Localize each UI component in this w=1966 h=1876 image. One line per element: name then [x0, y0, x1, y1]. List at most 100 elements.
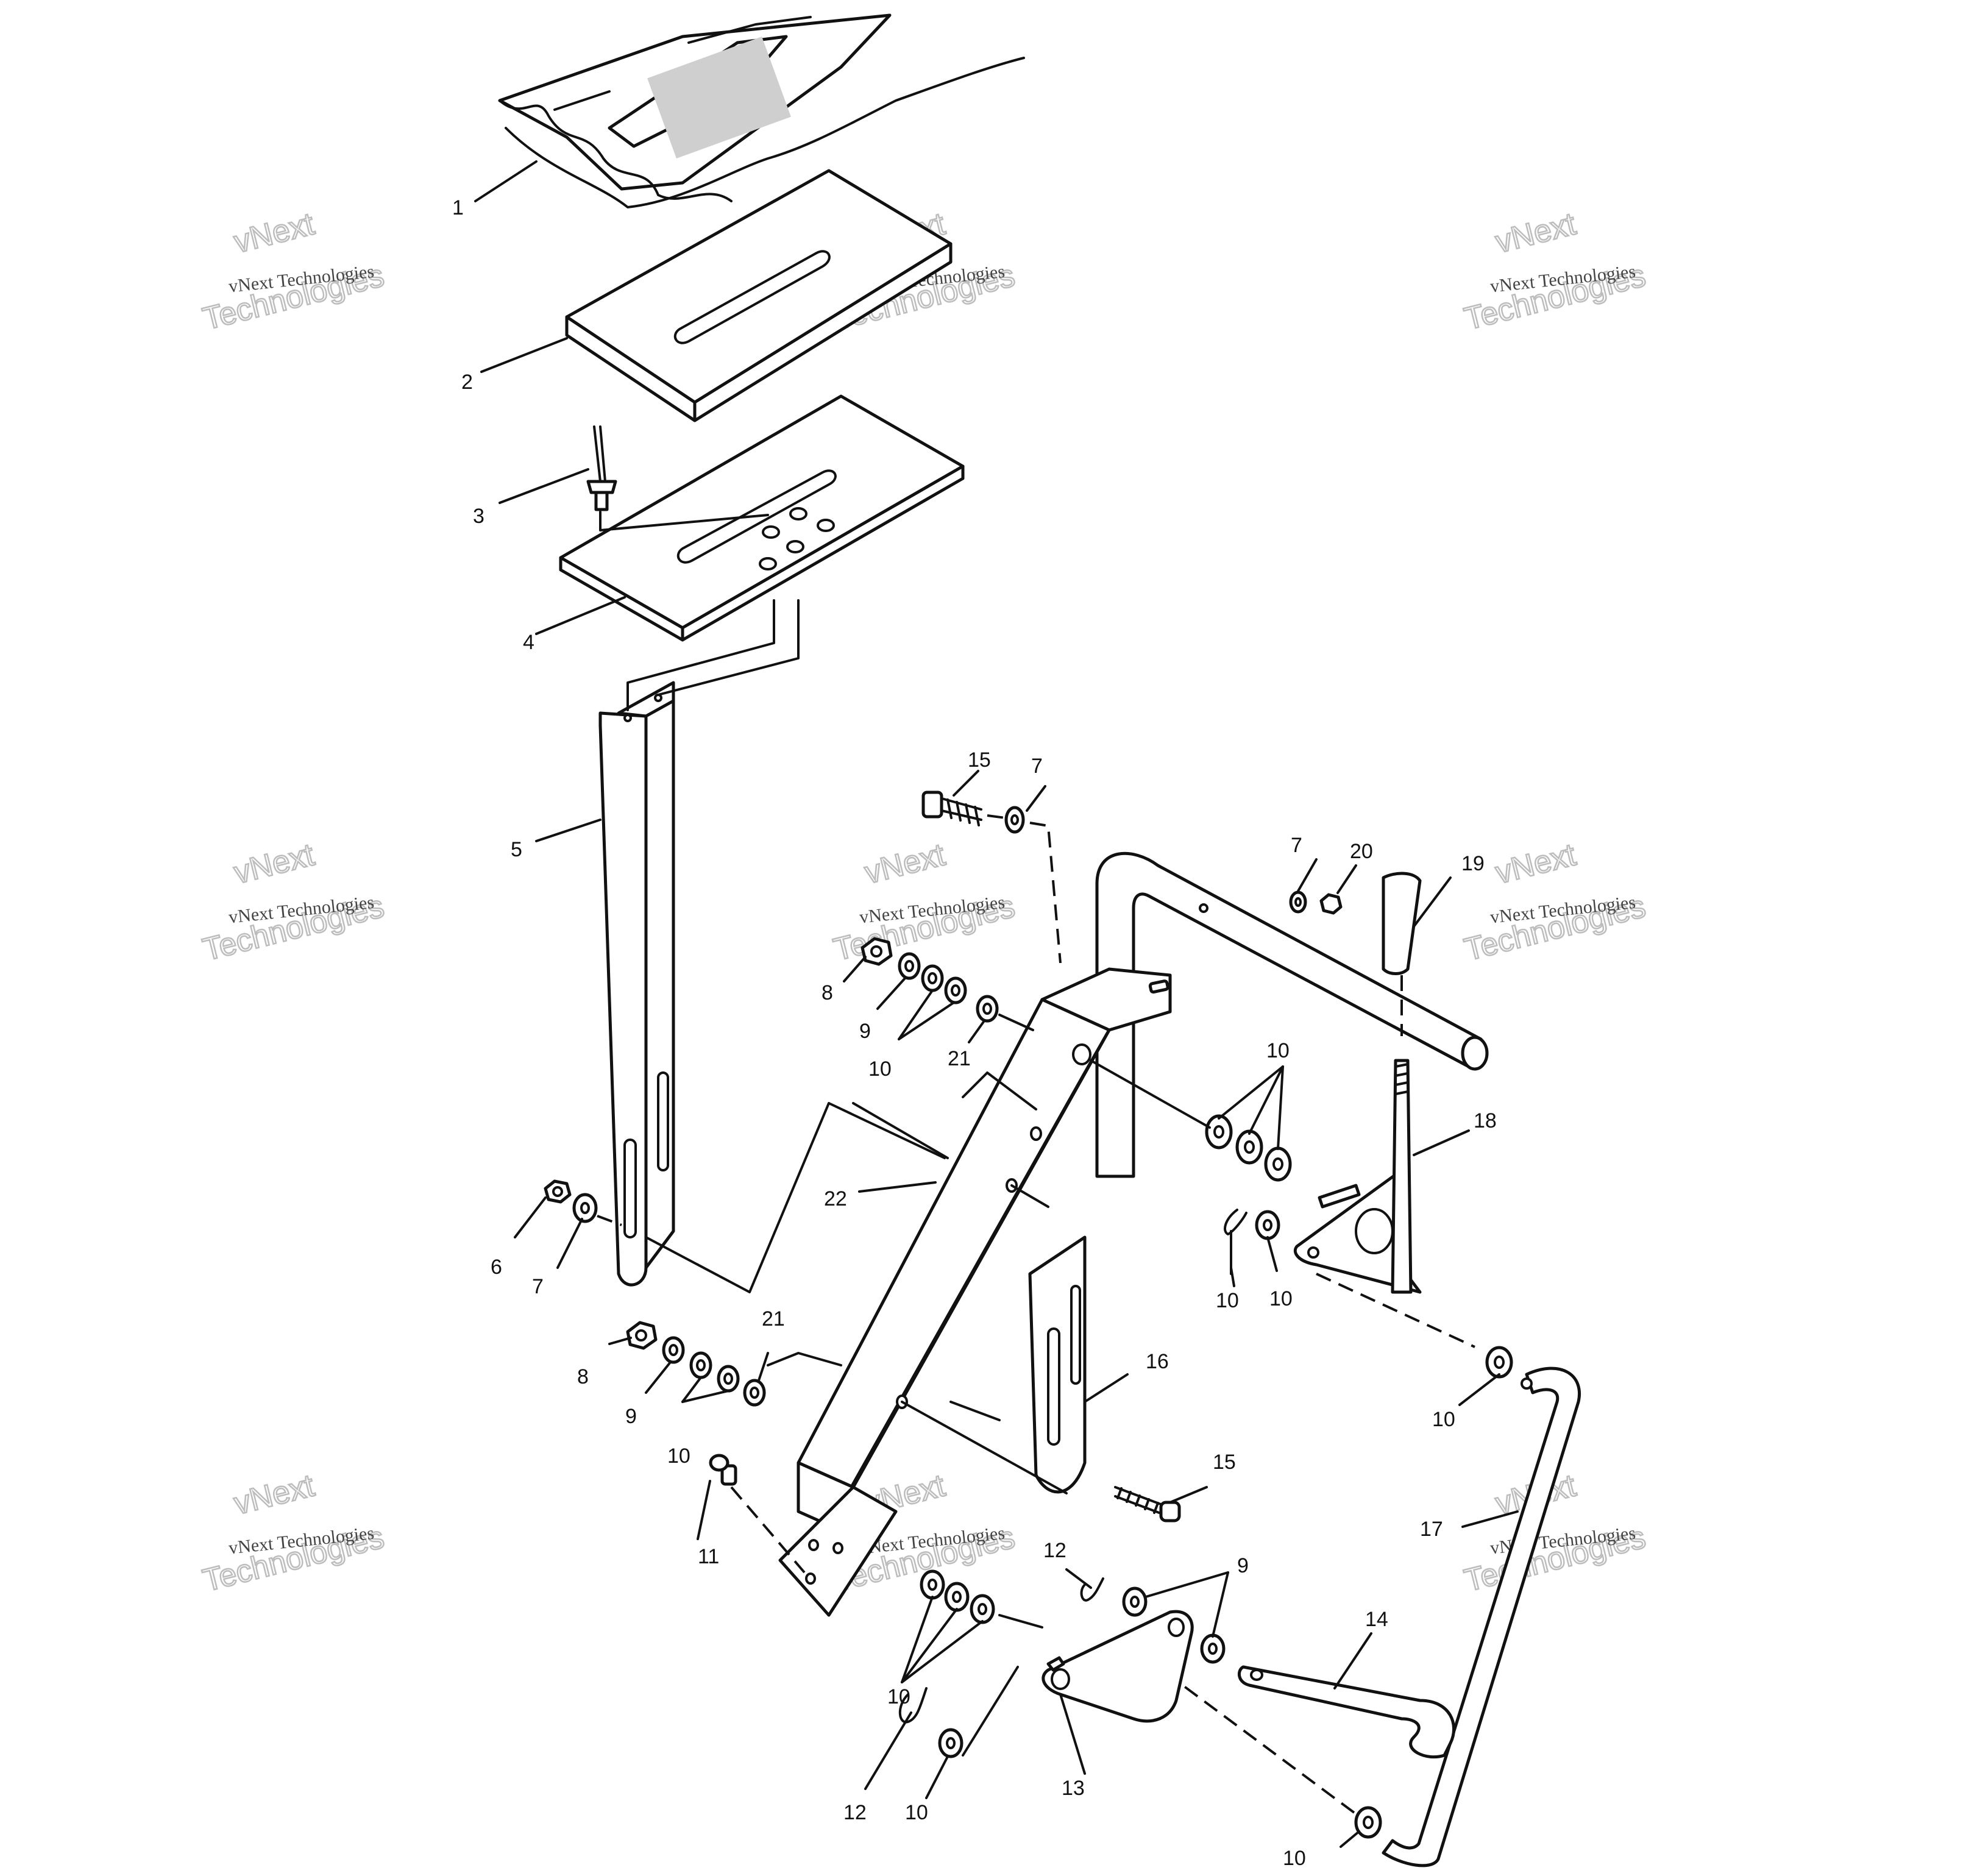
svg-text:vNext: vNext: [230, 837, 318, 891]
leader-lines: [474, 160, 1519, 1848]
watermark-tile: vNext Technologies vNext Technologies: [1460, 1467, 1650, 1599]
part-10-washer-mid-c: [970, 1594, 995, 1624]
callout-label: 10: [1269, 1287, 1293, 1310]
connector-lines: [767, 1352, 842, 1366]
part-18-pivot-lever: [1293, 1059, 1422, 1294]
watermark-tile: vNext Technologies vNext Technologies: [1460, 205, 1650, 338]
callout-label: 10: [905, 1801, 928, 1824]
callout-label: 10: [887, 1685, 910, 1708]
part-11-pin: [709, 1454, 737, 1486]
connector-lines: [901, 1401, 1068, 1494]
part-13-bell-crank: [1042, 1610, 1194, 1723]
callout-label: 20: [1350, 840, 1373, 863]
part-10-washer-right-c: [1264, 1146, 1292, 1182]
part-10-washer-lower-a: [689, 1351, 712, 1379]
part-19-knob: [1382, 872, 1422, 975]
callout-label: 4: [523, 631, 534, 654]
callout-label: 7: [532, 1275, 544, 1298]
part-3-rivet: [586, 425, 617, 511]
callout-label: 10: [1283, 1847, 1306, 1870]
callout-label: 9: [625, 1405, 637, 1428]
watermark-tile: vNext Technologies vNext Technologies: [829, 836, 1019, 968]
axis-line: [730, 1486, 806, 1574]
callout-label: 10: [868, 1057, 892, 1081]
callout-label: 6: [491, 1256, 502, 1279]
callout-label: 8: [577, 1365, 589, 1388]
callout-label: 10: [667, 1444, 690, 1468]
connector-lines: [645, 1102, 946, 1293]
part-2-pad: [565, 169, 953, 422]
part-14-pedal-rod: [1237, 1665, 1456, 1759]
axis-line: [1316, 1273, 1475, 1348]
part-15-bolt-top: [921, 791, 982, 826]
callout-label: 3: [473, 505, 484, 528]
axis-line: [1144, 1657, 1360, 1817]
part-10-washer-upper-b: [944, 976, 967, 1004]
axis-line: [597, 1215, 622, 1226]
callout-label: 22: [824, 1187, 847, 1210]
callout-label: 13: [1062, 1777, 1085, 1800]
callout-label: 7: [1291, 834, 1302, 857]
part-10-washer-mid-a: [920, 1569, 945, 1600]
callout-label: 15: [968, 748, 991, 772]
part-9-washer-mid-b: [1200, 1633, 1226, 1664]
watermark-tile: vNext Technologies vNext Technologies: [199, 205, 388, 338]
handle-bar: [1095, 851, 1489, 1178]
callout-label: 10: [1266, 1039, 1290, 1062]
watermark-tile: vNext Technologies vNext Technologies: [199, 1467, 388, 1599]
part-12-cotter-pin-right: [1224, 1209, 1247, 1275]
watermark-tile: vNext Technologies vNext Technologies: [1460, 836, 1650, 968]
connector-lines: [657, 599, 800, 696]
connector-lines: [852, 1102, 949, 1159]
part-22-main-post: [778, 967, 1172, 1617]
callout-label: 7: [1031, 755, 1043, 778]
part-6-nut: [544, 1179, 572, 1204]
part-7-washer-right: [1289, 890, 1307, 914]
part-4-base-plate: [559, 394, 965, 642]
connector-lines: [998, 1014, 1034, 1031]
connector-lines: [1090, 1059, 1211, 1129]
callout-label: 9: [859, 1020, 871, 1043]
part-10-washer-upper-a: [921, 964, 944, 992]
part-21-washer-lower: [743, 1379, 766, 1407]
part-10-washer-lower-b: [717, 1365, 740, 1393]
part-20-nut: [1319, 893, 1343, 915]
connector-lines: [626, 599, 775, 711]
part-9-washer-lower: [662, 1336, 685, 1364]
callout-label: 18: [1474, 1109, 1497, 1132]
svg-text:vNext: vNext: [230, 206, 318, 260]
part-9-washer-mid-a: [1122, 1586, 1148, 1617]
callout-label: 12: [843, 1801, 867, 1824]
part-12-cotter-pin-low: [898, 1687, 928, 1724]
part-9-washer-upper: [898, 952, 921, 980]
connector-lines: [949, 1184, 1049, 1421]
svg-text:vNext: vNext: [1492, 837, 1580, 891]
part-7-washer-left: [572, 1193, 598, 1223]
callout-label: 12: [1043, 1539, 1066, 1562]
connector-lines: [962, 1071, 1037, 1110]
part-16-side-plate: [1028, 1235, 1087, 1494]
part-12-cotter-pin-mid: [1080, 1577, 1104, 1602]
svg-text:vNext: vNext: [1492, 206, 1580, 260]
part-8-nut-upper: [861, 937, 893, 966]
part-10-washer-17-bottom: [1354, 1806, 1382, 1839]
watermark-tile: vNext Technologies vNext Technologies: [199, 836, 388, 968]
callout-label: 9: [1237, 1554, 1249, 1577]
callout-labels: 1 2 3 4 5 6 7 7 7 8 8 9 9 9 10 10 10 10 …: [452, 196, 1497, 1870]
callout-label: 11: [698, 1545, 719, 1568]
callout-label: 10: [1216, 1289, 1239, 1312]
callout-label: 14: [1365, 1608, 1388, 1631]
part-10-washer-low: [938, 1728, 963, 1758]
connector-lines: [962, 1614, 1043, 1757]
callout-label: 8: [822, 981, 833, 1004]
part-1-carpet: [498, 13, 1025, 208]
part-10-washer-right-d: [1255, 1210, 1280, 1240]
callout-label: 15: [1213, 1451, 1236, 1474]
svg-text:vNext: vNext: [230, 1468, 318, 1522]
axis-line: [987, 814, 1062, 964]
part-15-bolt-lower: [1114, 1486, 1181, 1522]
part-21-washer-upper: [976, 995, 999, 1023]
callout-label: 17: [1420, 1518, 1443, 1541]
